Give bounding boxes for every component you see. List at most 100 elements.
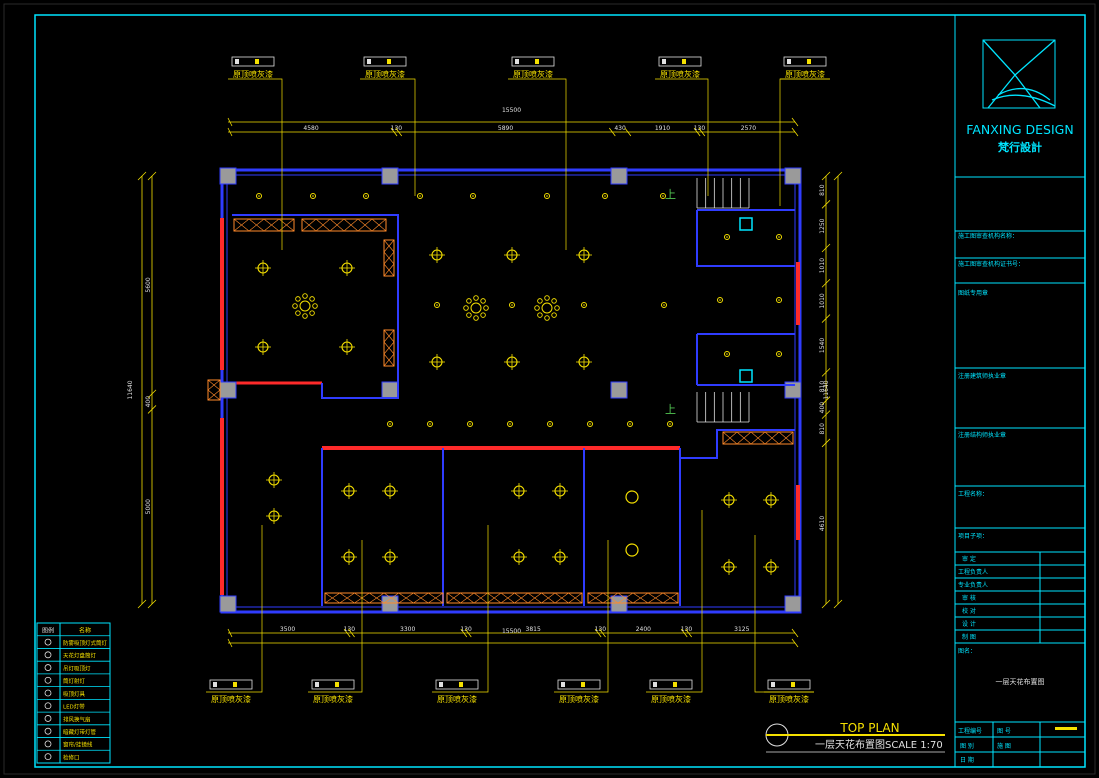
bottom-dim: 35001303300130381513024001303125 [227,626,799,638]
field-subproject: 项目子项： [958,533,988,540]
interior-wall-10 [680,429,795,459]
right-dim-seg-5: 810 [819,381,826,393]
top-dim-seg-6: 2570 [741,125,756,132]
legend-label-4: 吸顶灯具 [63,690,86,698]
column-0 [219,167,237,185]
downlight-9 [509,302,515,308]
label-project-no: 工程编号 [958,727,982,735]
column-6 [610,381,628,399]
legend-symbol-9 [44,753,52,761]
ceiling-light-21 [763,492,779,508]
brand-name-en: FANXING DESIGN [966,122,1073,137]
field-architect-seal: 注册建筑师执业章 [958,372,1006,380]
callout-bottom-4: 原顶喷灰漆 [646,510,703,704]
exterior-wall [220,168,802,614]
callout-bottom-4-text: 原顶喷灰漆 [651,694,691,704]
callout-bottom-3: 原顶喷灰漆 [554,540,609,704]
legend-symbol-5 [44,702,52,710]
downlight-22 [627,421,633,427]
left-dim-seg-0: 5600 [145,277,152,292]
column-5 [381,381,399,399]
brand-logo [982,39,1056,109]
legend-symbol-6 [44,715,52,722]
right-dim-seg-0: 810 [819,184,826,196]
downlight-7 [660,193,666,199]
ceiling-light-8 [504,354,520,370]
chandelier-1 [292,293,318,319]
cabinet-g [587,592,679,604]
bottom-dim-seg-7: 130 [681,626,693,633]
callout-bottom-2: 原顶喷灰漆 [432,525,489,704]
ceiling-light-9 [576,354,592,370]
legend-label-3: 筒灯射灯 [63,677,86,685]
legend-label-0: 防雾吸顶灯式筒灯 [63,639,108,647]
legend-symbol-7 [44,727,52,735]
bottom-dim-seg-5: 130 [595,626,607,633]
top-dim-seg-4: 1910 [655,125,670,132]
callout-top-4-text: 原顶喷灰漆 [785,69,825,79]
callout-bottom-1-text: 原顶喷灰漆 [313,694,353,704]
legend-label-2: 吊灯吸顶灯 [63,664,91,672]
label-date: 日 期 [960,756,974,764]
exhaust-fan-upper [739,217,753,231]
ceiling-light-11 [266,508,282,524]
legend-label-6: 排风换气扇 [63,715,91,723]
legend-rows: 图例名称防雾吸顶灯式筒灯天花灯盘筒灯吊灯吸顶灯筒灯射灯吸顶灯具LED灯带排风换气… [37,627,110,764]
ceiling-light-4 [429,247,445,263]
stair-lower [696,392,750,423]
downlight-4 [470,193,476,199]
downlight-11 [661,302,667,308]
downlight-18 [467,421,473,427]
ceiling-light-19 [552,549,568,565]
role-project-lead: 工程负责人 [958,568,988,576]
stair-up-label-2: 上 [665,403,676,416]
role-review: 审 核 [962,594,976,602]
right-dim-total-total: 11640 [823,380,830,399]
legend-label-8: 窗帘/挂镜线 [63,741,93,749]
downlight-13 [776,297,782,303]
ceiling-light-15 [382,549,398,565]
left-dim-seg-2: 5000 [145,499,152,514]
cabinet-d [383,329,395,367]
column-1 [381,167,399,185]
callout-bottom-2-text: 原顶喷灰漆 [437,694,477,704]
brand-name-cn: 梵行設計 [998,140,1042,154]
right-dim-seg-8: 4610 [819,516,826,531]
callout-bottom-0-text: 原顶喷灰漆 [211,694,251,704]
downlight-19 [507,421,513,427]
ceiling-light-0 [255,260,271,276]
ceiling-light-18 [511,549,527,565]
downlight-2 [363,193,369,199]
downlight-8 [434,302,440,308]
ceiling-light-12 [341,483,357,499]
callout-top-3-text: 原顶喷灰漆 [660,69,700,79]
stair-up-label-1: 上 [665,188,676,201]
downlight-25 [387,421,393,427]
bottom-dim-total-total: 15500 [502,628,521,635]
ceiling-light-23 [763,559,779,575]
column-2 [610,167,628,185]
downlight-5 [544,193,550,199]
callout-bottom-5: 原顶喷灰漆 [754,535,814,704]
top-dim-seg-3: 430 [614,125,626,132]
downlight-16 [724,351,730,357]
bottom-dim-seg-6: 2400 [636,626,651,633]
left-dim-total-total: 11640 [127,380,134,399]
downlight-14 [724,234,730,240]
bottom-dim-seg-1: 130 [344,626,356,633]
column-11 [784,595,802,613]
downlight-17 [776,351,782,357]
ceiling-light-6 [576,247,592,263]
plan-title-cn: 一层天花布置图 [815,738,885,751]
downlight-21 [587,421,593,427]
downlight-6 [602,193,608,199]
downlight-0 [256,193,262,199]
column-3 [784,167,802,185]
role-draw: 制 图 [962,633,976,641]
right-dim-seg-3: 1010 [819,293,826,308]
title-block [954,15,1085,767]
downlight-15 [776,234,782,240]
downlight-12 [717,297,723,303]
ceiling-light-16 [511,483,527,499]
